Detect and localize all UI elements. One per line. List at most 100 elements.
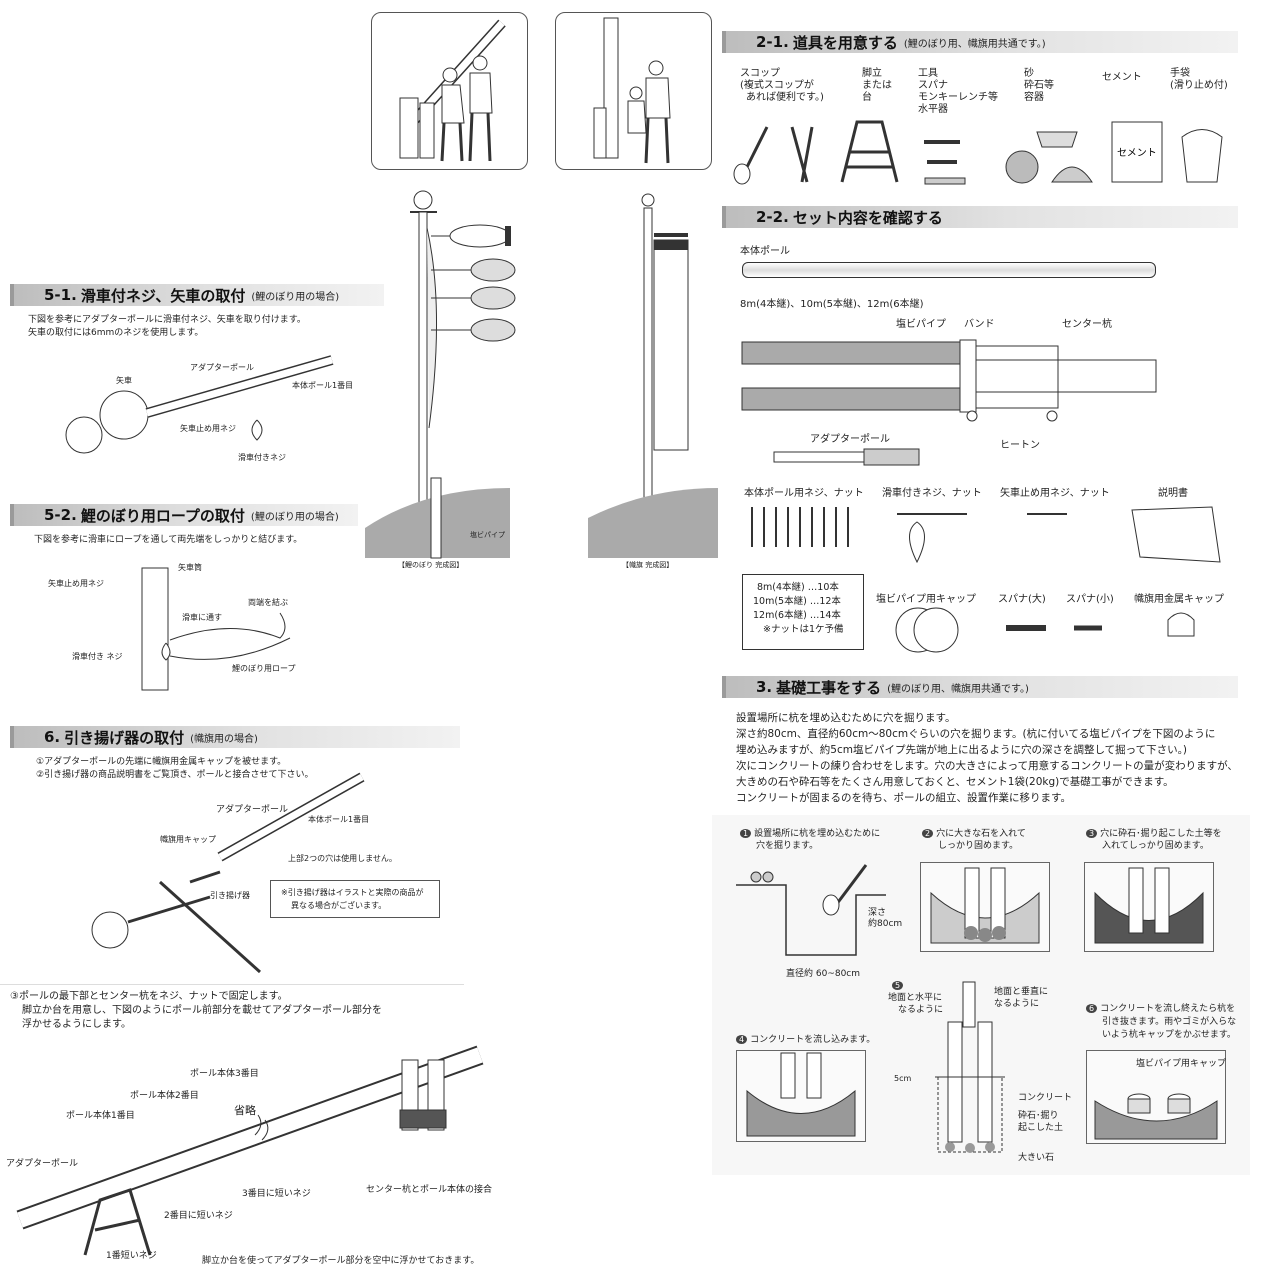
tool-cement-label: セメント <box>1102 72 1142 83</box>
pulley-screw-label-2: 滑車付きネジ <box>238 453 286 462</box>
nobori-cap-label: 幟旗用キャップ <box>160 835 216 844</box>
stand-label: 脚立か台を使ってアダプターポール部分を空中に浮かせておきます。 <box>202 1256 480 1266</box>
omit-label: 省略 <box>234 1104 256 1117</box>
section-2-1-header: 2-1.道具を用意する(鯉のぼり用、幟旗用共通です。) <box>722 31 1238 53</box>
adapter-pole-label-2: アダプターポール <box>190 363 254 372</box>
metal-cap-label: 幟旗用金属キャップ <box>1134 594 1224 605</box>
step-1-drawing <box>736 864 886 956</box>
foundation-instructions: 設置場所に杭を埋め込むために穴を掘ります。深さ約80cm、直径約60cm～80c… <box>736 712 1238 804</box>
center-stake-drawing <box>741 339 1157 422</box>
adapter-pole-label-4: アダプターポール <box>6 1159 79 1169</box>
heaton-label: ヒートン <box>1000 440 1040 451</box>
pvc-cap-label-2: 塩ビパイプ用キャップ <box>1136 1059 1227 1069</box>
pole-1-label: 本体ポール1番目 <box>292 381 354 390</box>
stop-screw-label-2: 矢車止め用ネジ <box>180 424 236 433</box>
adapter-pole-label: アダプターポール <box>810 434 890 445</box>
rope-pulley-drawing <box>141 567 291 691</box>
step-5-vertical-text: 地面と垂直になるように <box>994 987 1049 1009</box>
people-raising-pole-drawing <box>399 19 506 162</box>
step-6-drawing <box>1094 1093 1218 1140</box>
joint-label: センター杭とポール本体の接合 <box>366 1185 493 1195</box>
step-4-panel <box>736 1050 866 1142</box>
stop-screw-label: 矢車止め用ネジ、ナット <box>1000 488 1110 499</box>
pole-2-label: ポール本体2番目 <box>130 1091 199 1101</box>
big-stone-label: 大きい石 <box>1018 1153 1055 1163</box>
adapter-pole-drawing <box>773 448 920 466</box>
screw-counts-box: 8m(4本継) …10本 10m(5本継) …12本 12m(6本継) …14本… <box>742 574 864 650</box>
section-6-instructions: ①アダプターポールの先端に幟旗用金属キャップを被せます。②引き揚げ器の商品説明書… <box>36 757 314 780</box>
people-standing-pole-drawing <box>593 17 671 164</box>
bottom-instructions: ③ポールの最下部とセンター杭をネジ、ナットで固定します。脚立か台を用意し、下図の… <box>10 991 382 1030</box>
unused-holes-label: 上部2つの穴は使用しません。 <box>288 854 397 863</box>
pulley-screw-label: 滑車付きネジ、ナット <box>882 488 982 499</box>
screws-drawing <box>751 506 1221 564</box>
raising-illustration-1 <box>371 12 528 170</box>
koinobori-complete-label: 【鯉のぼり 完成図】 <box>398 561 464 569</box>
depth-label: 深さ約80cm <box>868 908 903 929</box>
section-5-2-header: 5-2.鯉のぼり用ロープの取付(鯉のぼり用の場合) <box>10 504 358 526</box>
wrench-small-label: スパナ(小) <box>1066 594 1114 605</box>
5cm-label: 5cm <box>894 1074 912 1083</box>
nobori-complete-diagram <box>588 193 718 558</box>
tool-sand-label: 砂砕石等容器 <box>1024 68 1054 103</box>
tool-tools-label: 工具スパナモンキーレンチ等水平器 <box>918 68 998 115</box>
section-5-1-instructions: 下図を参考にアダプターポールに滑車付ネジ、矢車を取り付けます。矢車の取付には6m… <box>28 315 306 338</box>
main-pole-label: 本体ポール <box>740 246 790 257</box>
step-2-panel <box>920 862 1050 952</box>
section-3-header: 3.基礎工事をする(鯉のぼり用、幟旗用共通です。) <box>722 676 1238 698</box>
raising-illustration-2 <box>555 12 712 170</box>
koinobori-complete-diagram <box>365 190 516 559</box>
concrete-label: コンクリート <box>1018 1093 1073 1103</box>
yaguruma-label: 矢車 <box>116 376 132 385</box>
tools-drawing: セメント <box>733 120 1223 185</box>
pulley-arrow-wheel-drawing <box>65 355 334 454</box>
gravel-label: 砕石･掘り起こした土 <box>1018 1111 1064 1133</box>
section-2-2-header: 2-2.セット内容を確認する <box>722 206 1238 228</box>
step-6-panel <box>1086 1050 1226 1144</box>
pole-1-label-2: 本体ポール1番目 <box>308 815 370 824</box>
tool-gloves-label: 手袋(滑り止め付) <box>1170 68 1228 91</box>
section-5-1-header: 5-1.滑車付ネジ、矢車の取付(鯉のぼり用の場合) <box>10 284 384 306</box>
koi-rope-label: 鯉のぼり用ロープ <box>232 664 296 673</box>
step-3-panel <box>1084 862 1214 952</box>
pole-assembly-drawing <box>16 1045 484 1256</box>
step-4-drawing <box>746 1052 856 1137</box>
tool-shovel-label: スコップ(複式スコップがあれば便利です。) <box>740 68 824 103</box>
tool-stepladder-label: 脚立または台 <box>862 68 892 103</box>
pvc-cap-label: 塩ビパイプ用キャップ <box>876 594 976 605</box>
main-pole-drawing <box>742 262 1156 278</box>
band-label: バンド <box>964 319 995 330</box>
tie-ends-label: 両端を結ぶ <box>248 598 288 607</box>
yaguruma-tube-label: 矢車筒 <box>178 563 202 572</box>
wrench-large-label: スパナ(大) <box>998 594 1046 605</box>
step-5-cross-section <box>935 981 1005 1153</box>
nobori-complete-label: 【幟旗 完成図】 <box>622 561 674 569</box>
step-5-text: 5 地面と水平になるように <box>888 981 944 1015</box>
cement-bag-text: セメント <box>1117 147 1157 159</box>
step-3-drawing <box>1094 867 1204 944</box>
section-5-2-instructions: 下図を参考に滑車にロープを通して両先端をしっかりと結びます。 <box>34 535 303 545</box>
main-pole-screws-label: 本体ポール用ネジ、ナット <box>744 488 864 499</box>
screw-2-label: 2番目に短いネジ <box>164 1211 233 1221</box>
section-6-header: 6.引き揚げ器の取付(幟旗用の場合) <box>10 726 460 748</box>
lifter-label: 引き揚げ器 <box>210 891 250 900</box>
center-stake-label: センター杭 <box>1062 319 1112 330</box>
pulley-screw-label-3: 滑車付き ネジ <box>72 652 123 661</box>
screw-1-label: 1番短いネジ <box>106 1251 157 1261</box>
caps-wrenches-drawing <box>895 607 1195 653</box>
pole-3-label: ポール本体3番目 <box>190 1069 259 1079</box>
bottom-section-bg <box>0 984 464 1281</box>
screw-3-label: 3番目に短いネジ <box>242 1189 311 1199</box>
through-pulley-label: 滑車に通す <box>182 613 222 622</box>
adapter-pole-label-3: アダプターポール <box>216 805 289 815</box>
pvc-pipe-label-2: 塩ビパイプ <box>896 319 946 330</box>
pvc-pipe-label: 塩ビパイプ <box>470 531 505 539</box>
lifter-drawing <box>91 772 365 974</box>
pole-sizes-label: 8m(4本継)、10m(5本継)、12m(6本継) <box>740 299 924 310</box>
diameter-label: 直径約 60~80cm <box>786 969 861 979</box>
manual-label: 説明書 <box>1158 488 1188 499</box>
